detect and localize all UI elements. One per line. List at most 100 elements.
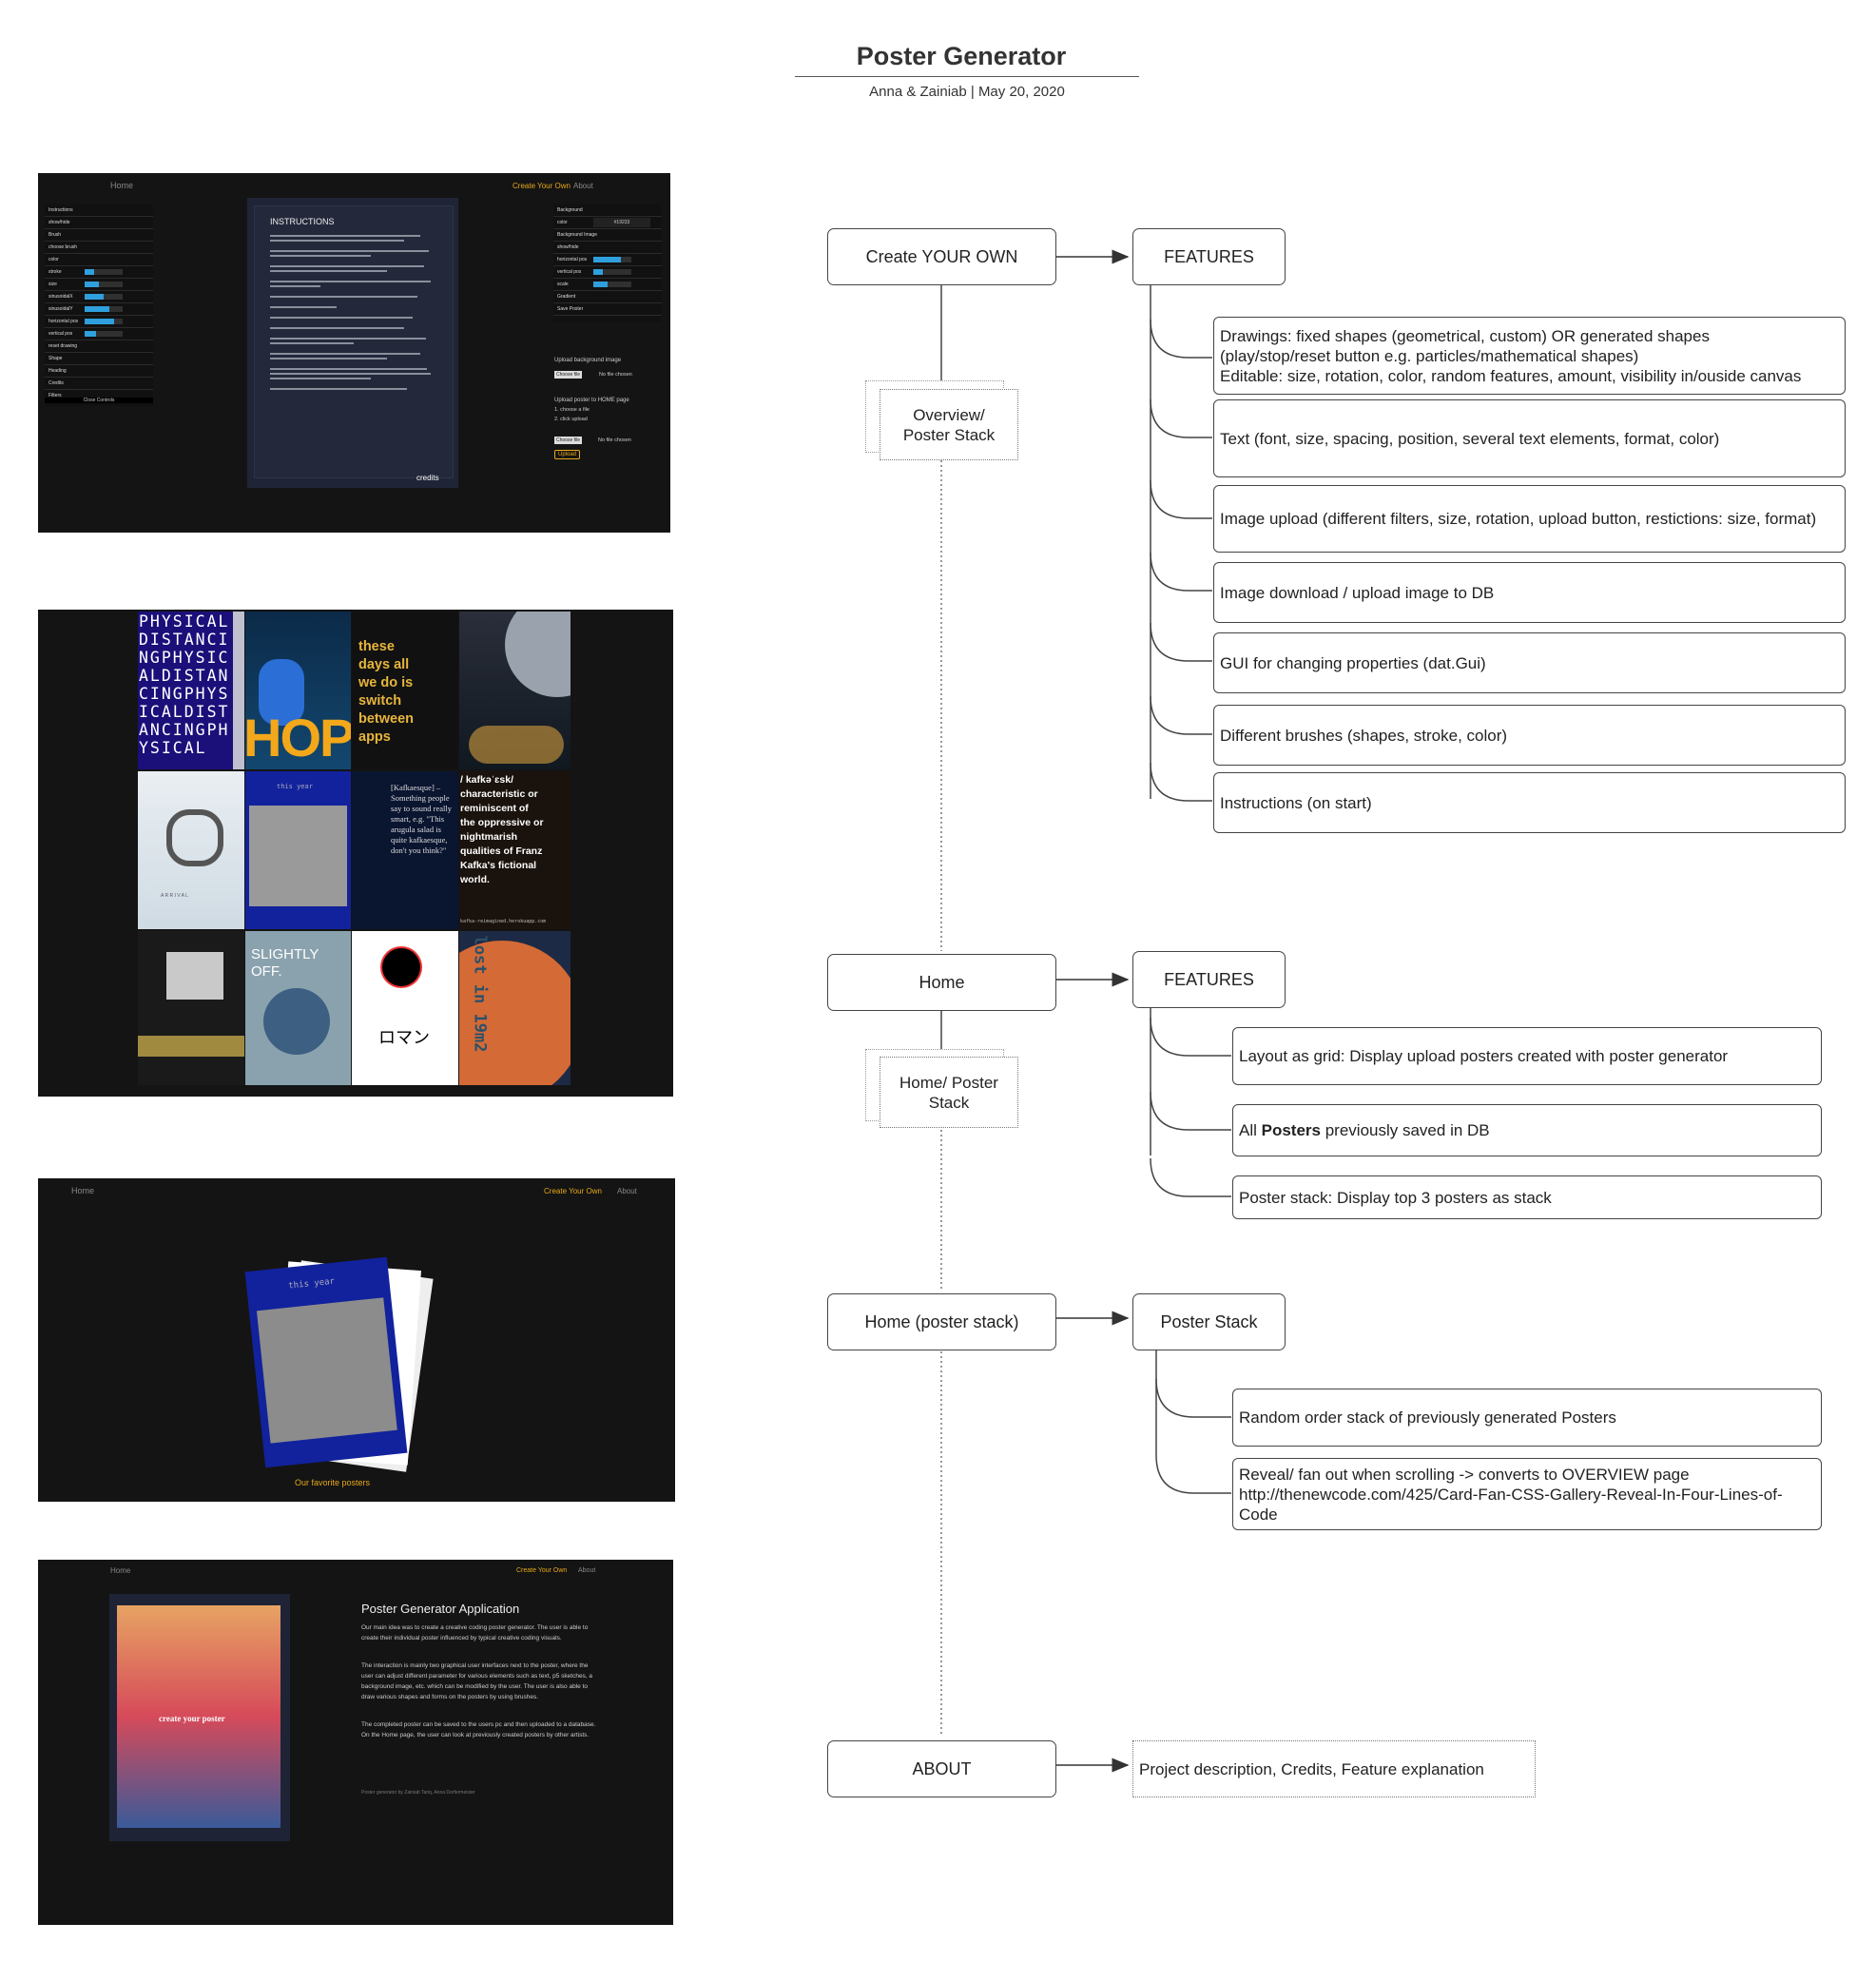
overview-poster-stack-node: Overview/ Poster Stack	[880, 389, 1018, 460]
gui-row-label: Background	[557, 207, 583, 213]
gui-row[interactable]: stroke	[45, 266, 153, 279]
gui-slider[interactable]	[85, 294, 123, 300]
poster-abstract-flame[interactable]	[459, 612, 571, 769]
gui-row-label: reset drawing	[48, 343, 78, 349]
page-subtitle: Anna & Zainiab | May 20, 2020	[869, 84, 1065, 100]
nav-home-link[interactable]: Home	[110, 181, 134, 190]
gui-row[interactable]: Save Poster	[553, 303, 662, 316]
choose-poster-file-button[interactable]: Choose file	[554, 437, 583, 444]
physical-text: PHYSICALDISTANCINGPHYSICALDISTANCINGPHYS…	[139, 612, 230, 757]
gui-row-label: vertical pos	[48, 331, 73, 337]
gui-row-label: scale	[557, 282, 569, 287]
poster-this-year[interactable]: this year	[245, 771, 351, 929]
gui-slider[interactable]	[593, 282, 631, 287]
credits-link[interactable]: credits	[416, 474, 439, 482]
gui-row-label: vertical pos	[557, 269, 582, 275]
gui-row[interactable]: Shape	[45, 353, 153, 365]
about-heading: Poster Generator Application	[361, 1602, 520, 1616]
gui-slider[interactable]	[593, 257, 631, 262]
gui-row[interactable]: show/hide	[553, 242, 662, 254]
gui-slider[interactable]	[85, 331, 123, 337]
gui-row[interactable]: Credits	[45, 378, 153, 390]
poster-hope[interactable]: HOPE	[245, 612, 351, 769]
gui-slider[interactable]	[85, 319, 123, 324]
nav-home-link[interactable]: Home	[110, 1566, 131, 1575]
gui-row[interactable]: Gradient	[553, 291, 662, 303]
about-para-1: Our main idea was to create a creative c…	[361, 1624, 589, 1641]
gui-row-label: sinusoidalX	[48, 294, 73, 300]
gui-row[interactable]: Instructions	[45, 204, 153, 217]
about-para-3: The completed poster can be saved to the…	[361, 1721, 596, 1739]
gui-slider[interactable]	[593, 269, 631, 275]
instructions-panel: INSTRUCTIONS credits	[247, 198, 458, 488]
gui-row[interactable]: sinusoidalY	[45, 303, 153, 316]
gui-row[interactable]: horizontal pos	[45, 316, 153, 328]
create-screenshot: Home Create Your Own About Instructions s…	[38, 173, 670, 533]
gui-row-label: color	[557, 220, 568, 225]
poster-slightly-off[interactable]: SLIGHTLY OFF.	[245, 931, 351, 1085]
about-target-node: Project description, Credits, Feature ex…	[1132, 1740, 1536, 1797]
home-feature-grid: Layout as grid: Display upload posters c…	[1232, 1027, 1822, 1085]
gui-slider[interactable]	[85, 282, 123, 287]
gui-row-label: Brush	[48, 232, 62, 238]
nav-about-link[interactable]: About	[573, 182, 593, 190]
poster-physical-distancing[interactable]: PHYSICALDISTANCINGPHYSICALDISTANCINGPHYS…	[138, 612, 244, 769]
home-poster-stack-node: Home/ Poster Stack	[880, 1057, 1018, 1128]
upload-step-2: 2. click upload	[554, 417, 588, 422]
gui-row-label: show/hide	[557, 244, 579, 250]
poster-arrival[interactable]: A R R I V A L	[138, 771, 244, 929]
gui-row[interactable]: scale	[553, 279, 662, 291]
gui-row[interactable]: reset drawing	[45, 340, 153, 353]
gui-row[interactable]: show/hide	[45, 217, 153, 229]
gui-row[interactable]: choose brush	[45, 242, 153, 254]
home-grid-screenshot: PHYSICALDISTANCINGPHYSICALDISTANCINGPHYS…	[38, 610, 673, 1097]
page-title: Poster Generator	[856, 42, 1067, 70]
gui-row[interactable]: vertical pos	[553, 266, 662, 279]
poster-roman[interactable]: ロマン	[352, 931, 458, 1085]
gui-row[interactable]: color #19233	[553, 217, 662, 229]
gui-value[interactable]: #19233	[593, 218, 650, 227]
choose-bg-file-button[interactable]: Choose file	[554, 371, 583, 379]
nav-create-link[interactable]: Create Your Own	[516, 1567, 568, 1574]
gui-row[interactable]: Heading	[45, 365, 153, 378]
gui-row[interactable]: size	[45, 279, 153, 291]
upload-step-1: 1. choose a file	[554, 407, 590, 413]
nav-about-link[interactable]: About	[617, 1187, 637, 1195]
poster-lost-in-19m2[interactable]: lost in 19m2	[459, 931, 571, 1085]
gui-row-label: sinusoidalY	[48, 306, 73, 312]
gui-slider[interactable]	[85, 306, 123, 312]
gui-row[interactable]: color	[45, 254, 153, 266]
gui-slider[interactable]	[85, 269, 123, 275]
home-poster-stack-node-main: Home (poster stack)	[827, 1293, 1056, 1350]
upload-bg-label: Upload background image	[554, 358, 622, 363]
this-year-text: this year	[277, 783, 313, 790]
gui-row[interactable]: horizontal pos	[553, 254, 662, 266]
gui-row-label: show/hide	[48, 220, 70, 225]
gui-row[interactable]: Background Image	[553, 229, 662, 242]
gui-row-label: Heading	[48, 368, 67, 374]
nav-home-link[interactable]: Home	[71, 1186, 95, 1195]
about-poster: create your poster	[117, 1605, 280, 1828]
nav-about-link[interactable]: About	[578, 1567, 596, 1574]
title-divider	[795, 76, 1139, 77]
gui-row[interactable]: Brush	[45, 229, 153, 242]
about-screenshot: Home Create Your Own About create your p…	[38, 1560, 673, 1925]
gui-row-label: Save Poster	[557, 306, 584, 312]
gui-row[interactable]: sinusoidalX	[45, 291, 153, 303]
poster-these-days[interactable]: these days all we do is switch between a…	[352, 612, 458, 769]
upload-button[interactable]: Upload	[554, 450, 581, 459]
gui-row[interactable]: Background	[553, 204, 662, 217]
gui-row-label: horizontal pos	[48, 319, 79, 324]
poster-kafkaesque-definition[interactable]: / kafkəˈɛsk/ characteristic or reminisce…	[459, 771, 571, 929]
gui-row-label: Gradient	[557, 294, 576, 300]
left-close-controls[interactable]: Close Controls	[45, 398, 153, 403]
poster-window[interactable]	[138, 931, 244, 1085]
poster-kafkaesque-quote[interactable]: [Kafkaesque] – Something people say to s…	[352, 771, 458, 929]
feature-brushes: Different brushes (shapes, stroke, color…	[1213, 705, 1846, 766]
nav-create-link[interactable]: Create Your Own	[544, 1187, 602, 1195]
nav-create-link[interactable]: Create Your Own	[513, 182, 571, 190]
gui-row[interactable]: vertical pos	[45, 328, 153, 340]
